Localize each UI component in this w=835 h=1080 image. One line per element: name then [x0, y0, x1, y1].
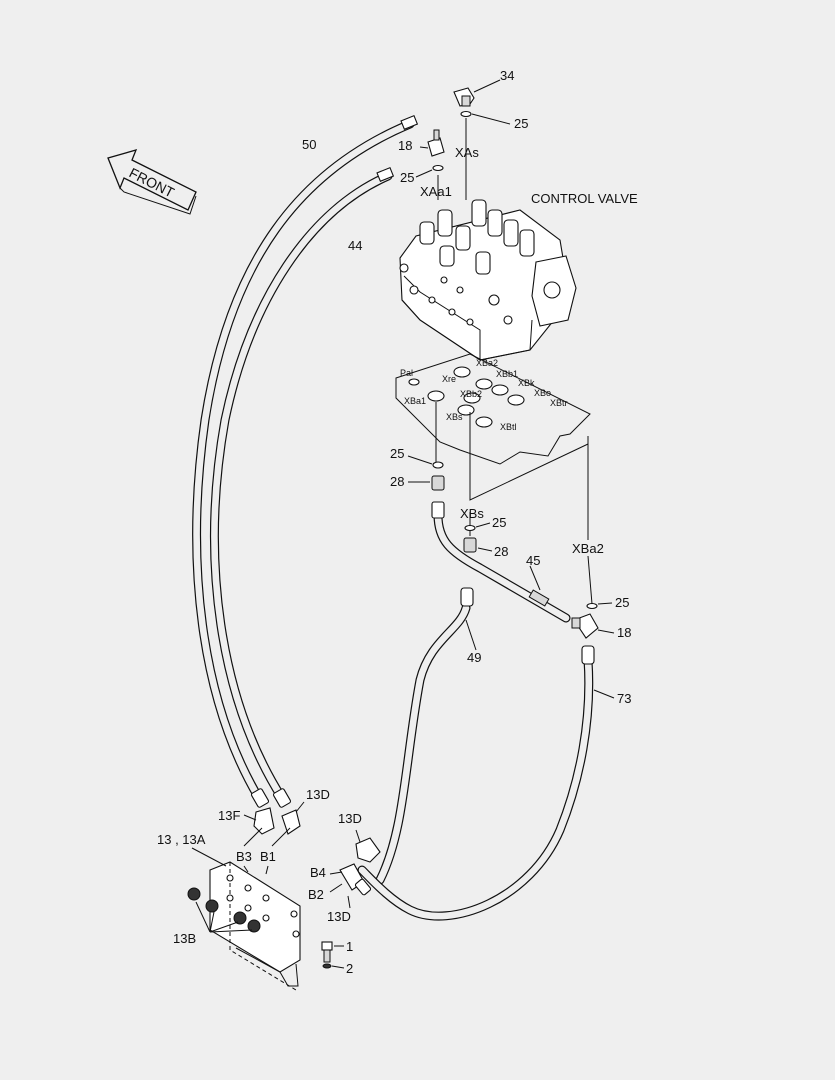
fitting-18-right	[571, 602, 615, 639]
bracket	[187, 827, 301, 991]
label-13d-mid: 13D	[338, 811, 362, 826]
label-xas: XAs	[455, 145, 479, 160]
hose-45	[431, 501, 571, 623]
label-b3: B3	[236, 849, 252, 864]
port-xbo: XBo	[534, 388, 551, 398]
leader-lines	[435, 402, 593, 605]
label-25-mid: 25	[400, 170, 414, 185]
fitting-34	[453, 79, 511, 125]
label-25-left: 25	[390, 446, 404, 461]
label-28-left: 28	[390, 474, 404, 489]
label-25-top: 25	[514, 116, 528, 131]
port-xbb1: XBb1	[496, 369, 518, 379]
label-13d-low: 13D	[327, 909, 351, 924]
part-labels: 34 25 50 18 XAs 25 XAa1 CONTROL VALVE 44…	[157, 68, 638, 976]
fittings-13d	[329, 829, 381, 909]
label-28-xbs: 28	[494, 544, 508, 559]
port-xba1: XBa1	[404, 396, 426, 406]
label-b1: B1	[260, 849, 276, 864]
port-xre: Xre	[442, 374, 456, 384]
label-25-xbs: 25	[492, 515, 506, 530]
label-xbs: XBs	[460, 506, 484, 521]
hose-73	[357, 645, 615, 921]
fitting-28-left	[407, 455, 445, 491]
bolt-1	[321, 941, 345, 969]
label-18-right: 18	[617, 625, 631, 640]
label-control-valve: CONTROL VALVE	[531, 191, 638, 206]
port-xba2: XBa2	[476, 358, 498, 368]
port-xbtr: XBtr	[550, 398, 568, 408]
port-xbs: XBs	[446, 412, 463, 422]
label-13d-top: 13D	[306, 787, 330, 802]
port-xbtl: XBtl	[500, 422, 517, 432]
label-13b: 13B	[173, 931, 196, 946]
hose-49	[375, 587, 477, 885]
label-25-right: 25	[615, 595, 629, 610]
label-50: 50	[302, 137, 316, 152]
label-44: 44	[348, 238, 362, 253]
label-1: 1	[346, 939, 353, 954]
control-valve	[399, 199, 577, 361]
fitting-28-xbs	[463, 522, 493, 553]
label-xba2: XBa2	[572, 541, 604, 556]
hose-50	[192, 114, 419, 805]
label-b2: B2	[308, 887, 324, 902]
label-13f: 13F	[218, 808, 240, 823]
label-2: 2	[346, 961, 353, 976]
label-b4: B4	[310, 865, 326, 880]
hose-44	[210, 166, 395, 803]
label-xaa1: XAa1	[420, 184, 452, 199]
port-plate: Pal XBa2 XBb1 Xre XBk XBa1 XBb2 XBo XBtr…	[395, 353, 591, 465]
port-xbb2: XBb2	[460, 389, 482, 399]
port-circles	[408, 366, 525, 428]
label-45: 45	[526, 553, 540, 568]
label-49: 49	[467, 650, 481, 665]
label-13-13a: 13 , 13A	[157, 832, 206, 847]
port-xbk: XBk	[518, 378, 535, 388]
label-34: 34	[500, 68, 514, 83]
label-73: 73	[617, 691, 631, 706]
valve-spools	[419, 199, 535, 275]
fittings-lower-left	[243, 788, 305, 835]
label-18-top: 18	[398, 138, 412, 153]
port-pal: Pal	[400, 368, 413, 378]
front-arrow: FRONT	[107, 149, 197, 215]
fitting-18-top	[415, 118, 467, 200]
